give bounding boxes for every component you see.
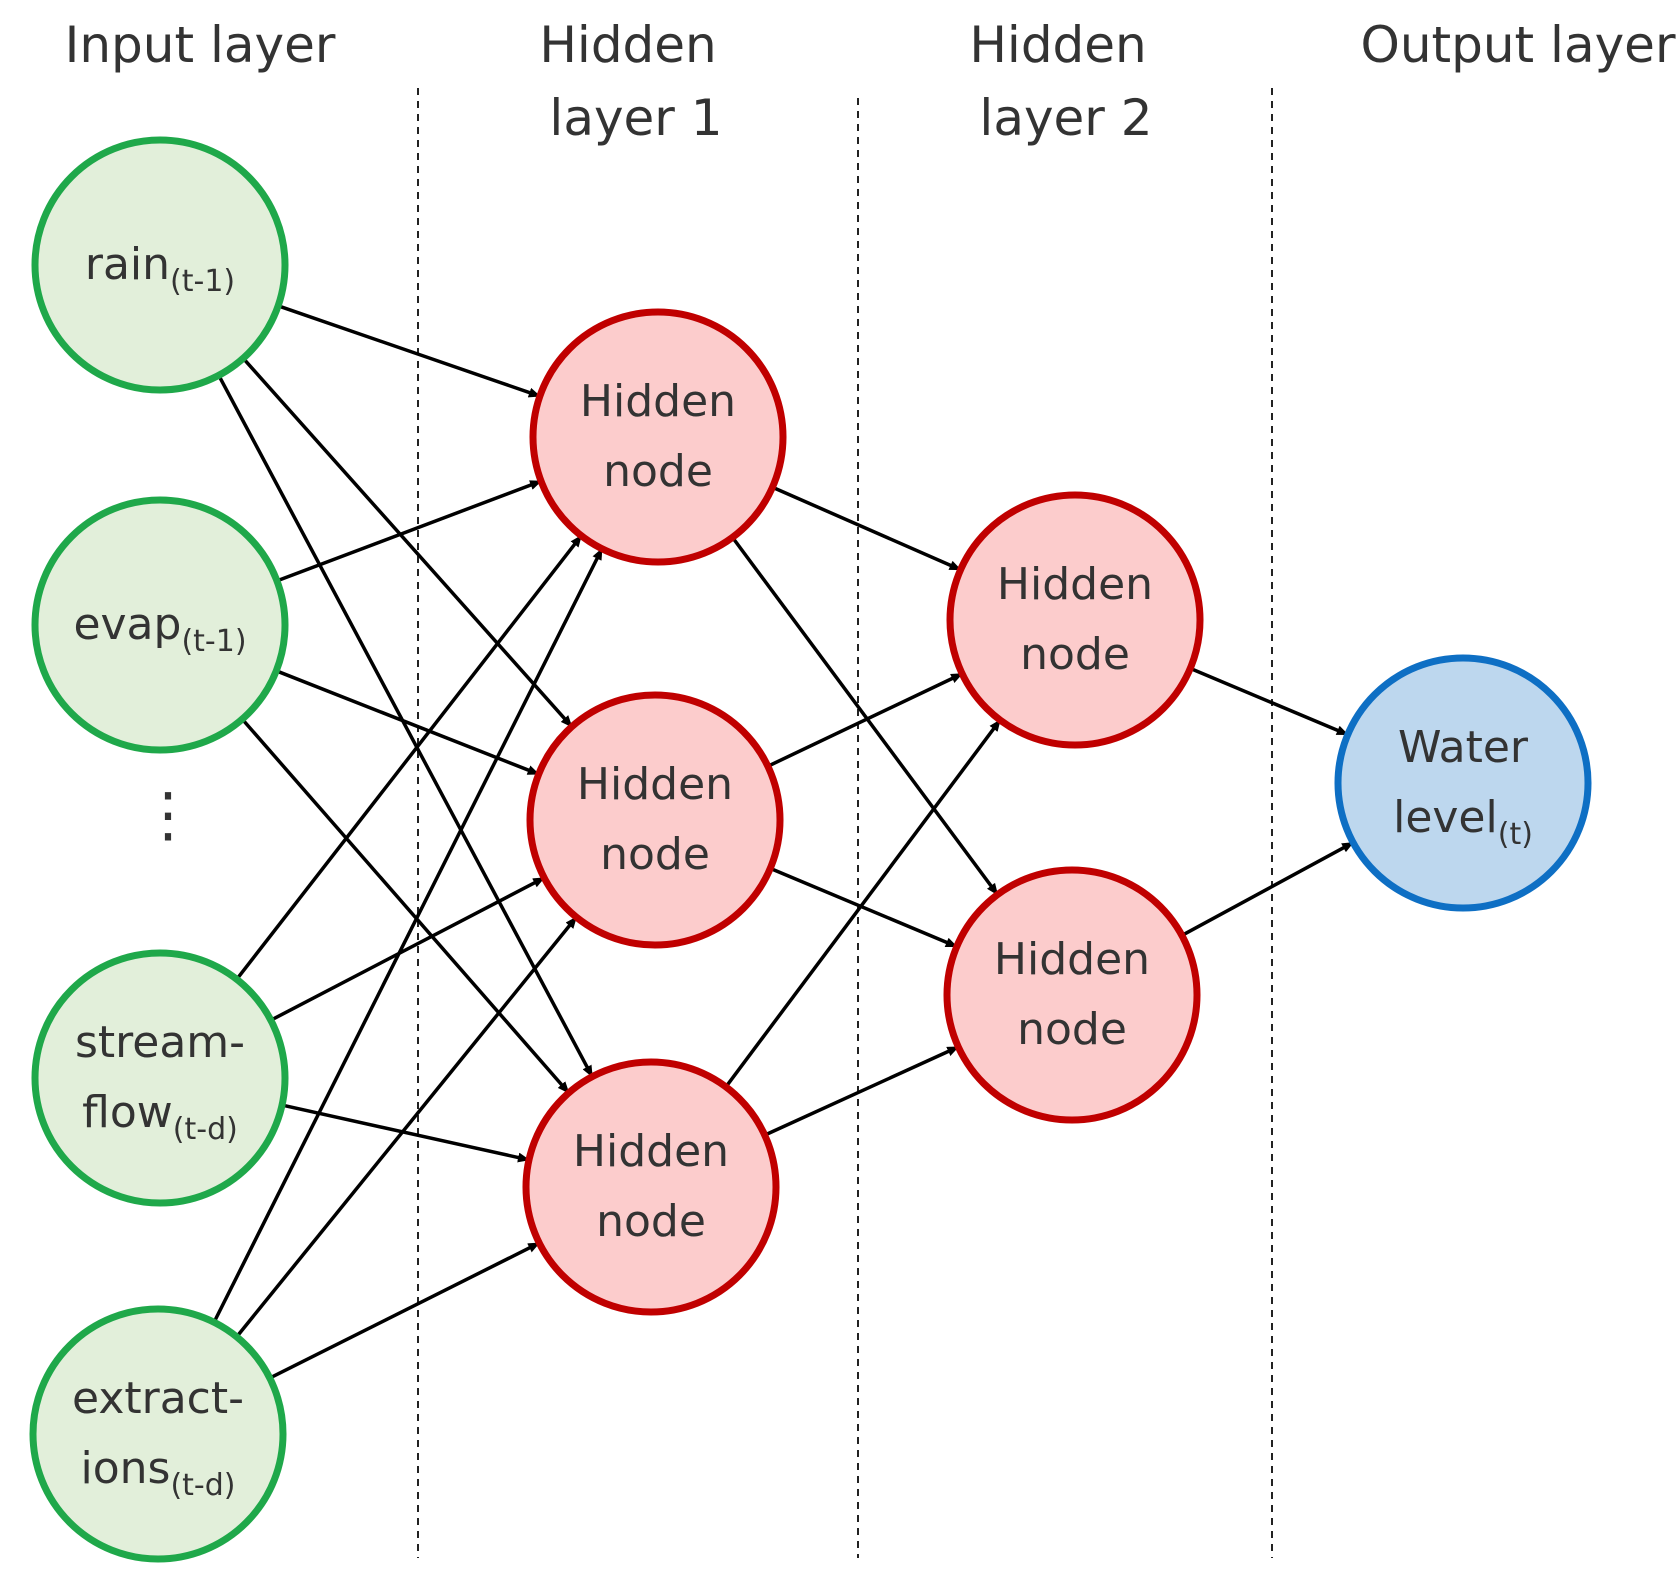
edge-hidden1-hidden2-0-1 [731,536,999,896]
edge-input-hidden1-3-0 [212,547,604,1324]
input-node-rain-circle [31,136,289,394]
edge-hidden1-hidden2-2-0 [724,719,1002,1088]
edge-hidden2-output-0-0 [1189,666,1349,737]
edge-input-hidden1-1-2 [240,717,571,1095]
edge-hidden1-hidden2-1-1 [769,866,958,949]
hidden1-node-3-circle [522,1058,780,1316]
input-node-extractions-circle [29,1305,287,1563]
input-node-streamflow-label: stream- [75,1017,245,1068]
connections [212,304,1354,1380]
output-node-water-level-label: level(t) [1393,792,1533,852]
edge-input-hidden1-2-0 [235,534,583,981]
hidden1-node-1-label: Hidden [580,376,736,427]
input-node-extractions: extract-ions(t-d) [29,1305,287,1563]
edge-input-hidden1-0-1 [241,357,574,728]
output-node-water-level-circle [1334,654,1592,912]
input-node-evap-label: evap(t-1) [73,599,246,659]
output-layer-title: Output layer [1360,16,1675,74]
edge-input-hidden1-0-0 [277,304,541,398]
hidden1-node-3-label: node [596,1196,706,1247]
input-node-evap-circle [31,496,289,754]
input-node-extractions-label: ions(t-d) [80,1443,235,1503]
hidden1-node-2: Hidden node [526,691,784,949]
input-node-rain: rain(t-1) [31,136,289,394]
hidden1-node-2-label: Hidden [577,759,733,810]
hidden-layer-1-title: Hidden layer 1 [539,16,732,147]
more-inputs-ellipsis: ⋮ [138,780,198,850]
hidden1-node-2-label: node [600,829,710,880]
edge-hidden2-output-1-0 [1181,841,1354,937]
hidden2-node-2-label: Hidden [994,934,1150,985]
hidden2-node-2: Hidden node [943,866,1201,1124]
output-node-water-level-label: Water [1398,722,1529,773]
input-node-rain-label: rain(t-1) [85,239,235,299]
hidden1-node-3: Hidden node [522,1058,780,1316]
hidden2-node-1-label: Hidden [997,559,1153,610]
edge-input-hidden1-3-1 [235,916,578,1338]
hidden2-node-1-label: node [1020,629,1130,680]
hidden1-node-1-circle [529,308,787,566]
edge-input-hidden1-1-1 [275,669,540,776]
hidden2-node-2-label: node [1017,1004,1127,1055]
hidden1-node-1-label: node [603,446,713,497]
hidden2-node-1-circle [946,491,1204,749]
hidden1-node-2-circle [526,691,784,949]
input-node-evap: evap(t-1) [31,496,289,754]
input-node-extractions-label: extract- [72,1373,244,1424]
hidden2-node-1: Hidden node [946,491,1204,749]
edge-hidden1-hidden2-0-0 [771,485,962,572]
input-layer-title: Input layer [65,16,336,74]
input-node-streamflow-circle [31,949,289,1207]
input-node-streamflow-label: flow(t-d) [82,1087,238,1147]
hidden2-node-2-circle [943,866,1201,1124]
edge-hidden1-hidden2-1-0 [767,672,964,768]
edge-input-hidden1-3-2 [268,1241,541,1380]
output-node-water-level: Water level(t) [1334,654,1592,912]
edge-input-hidden1-2-2 [281,1103,530,1163]
edge-hidden1-hidden2-2-1 [764,1045,960,1137]
hidden1-node-3-label: Hidden [573,1126,729,1177]
hidden-layer-2-title: Hidden layer 2 [969,16,1162,147]
nodes: rain(t-1) evap(t-1) stream-flow(t-d) extrac… [29,136,1592,1563]
edge-input-hidden1-0-2 [217,374,594,1078]
input-node-streamflow: stream-flow(t-d) [31,949,289,1207]
hidden1-node-1: Hidden node [529,308,787,566]
edge-input-hidden1-2-1 [270,876,546,1022]
edge-input-hidden1-1-0 [276,479,542,583]
